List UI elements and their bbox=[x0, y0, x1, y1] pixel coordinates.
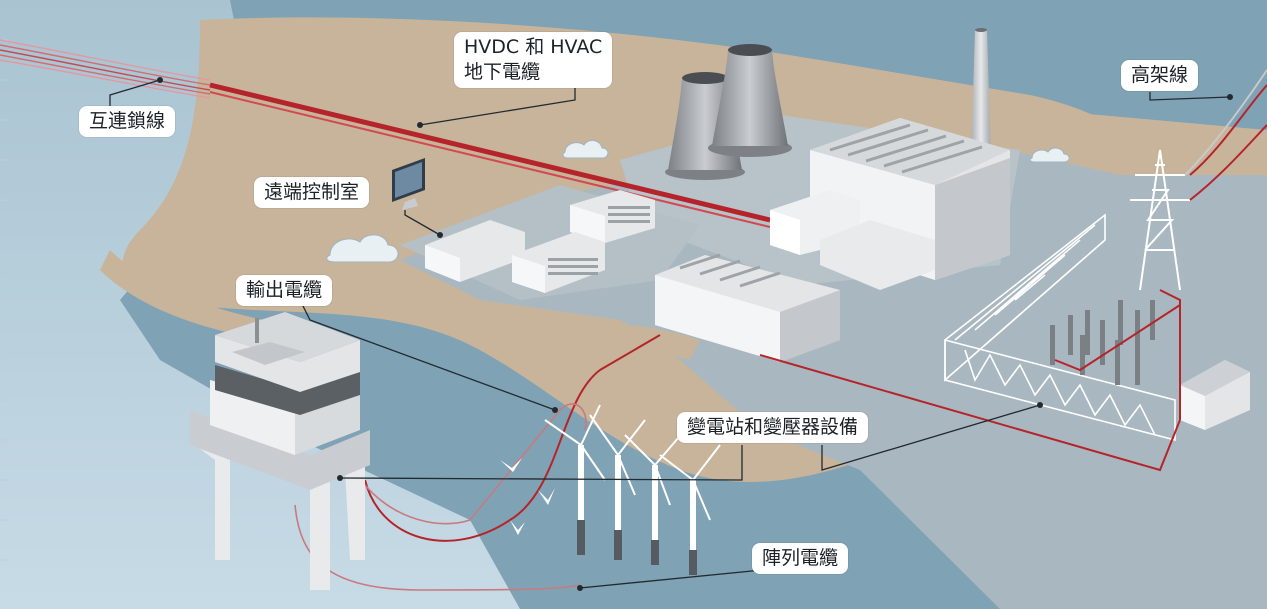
hvdc-hvac-cable bbox=[209, 82, 771, 228]
overhead-lines bbox=[1184, 69, 1267, 201]
label-remote-control-room: 遠端控制室 bbox=[254, 177, 370, 208]
sand-strip-south bbox=[520, 323, 700, 360]
pylon bbox=[1130, 149, 1190, 291]
sand-band-ne bbox=[820, 90, 1267, 175]
wind-turbines bbox=[544, 404, 721, 575]
transformer-box bbox=[1180, 360, 1250, 430]
cooling-towers bbox=[665, 44, 792, 180]
label-export-cable: 輸出電纜 bbox=[236, 275, 333, 306]
label-hvdc-hvac-cable: HVDC 和 HVAC 地下電纜 bbox=[454, 32, 613, 88]
power-plant-building bbox=[770, 118, 1010, 290]
offshore-platform bbox=[190, 312, 370, 590]
export-cable bbox=[364, 334, 661, 542]
label-hvdc-hvac-line2: 地下電纜 bbox=[464, 61, 541, 83]
control-room-buildings bbox=[425, 190, 655, 293]
clouds bbox=[326, 140, 1070, 263]
gantry-frame bbox=[944, 213, 1176, 442]
onshore-cables bbox=[759, 289, 1181, 472]
label-array-cable: 陣列電纜 bbox=[752, 543, 849, 574]
label-interconnector-cable: 互連鎖線 bbox=[79, 106, 176, 137]
substation-building bbox=[655, 253, 840, 362]
interconnector-cable bbox=[0, 39, 211, 99]
leader-lines bbox=[109, 79, 1231, 589]
label-overhead-line: 高架線 bbox=[1121, 60, 1199, 91]
edge-ticks bbox=[0, 39, 8, 561]
label-hvdc-hvac-line1: HVDC 和 HVAC bbox=[464, 36, 603, 58]
birds bbox=[500, 458, 555, 535]
monitor-icon bbox=[392, 158, 425, 210]
array-cables bbox=[294, 403, 587, 591]
leader-dots bbox=[157, 77, 1233, 591]
label-substation-transformer: 變電站和變壓器設備 bbox=[677, 412, 869, 443]
